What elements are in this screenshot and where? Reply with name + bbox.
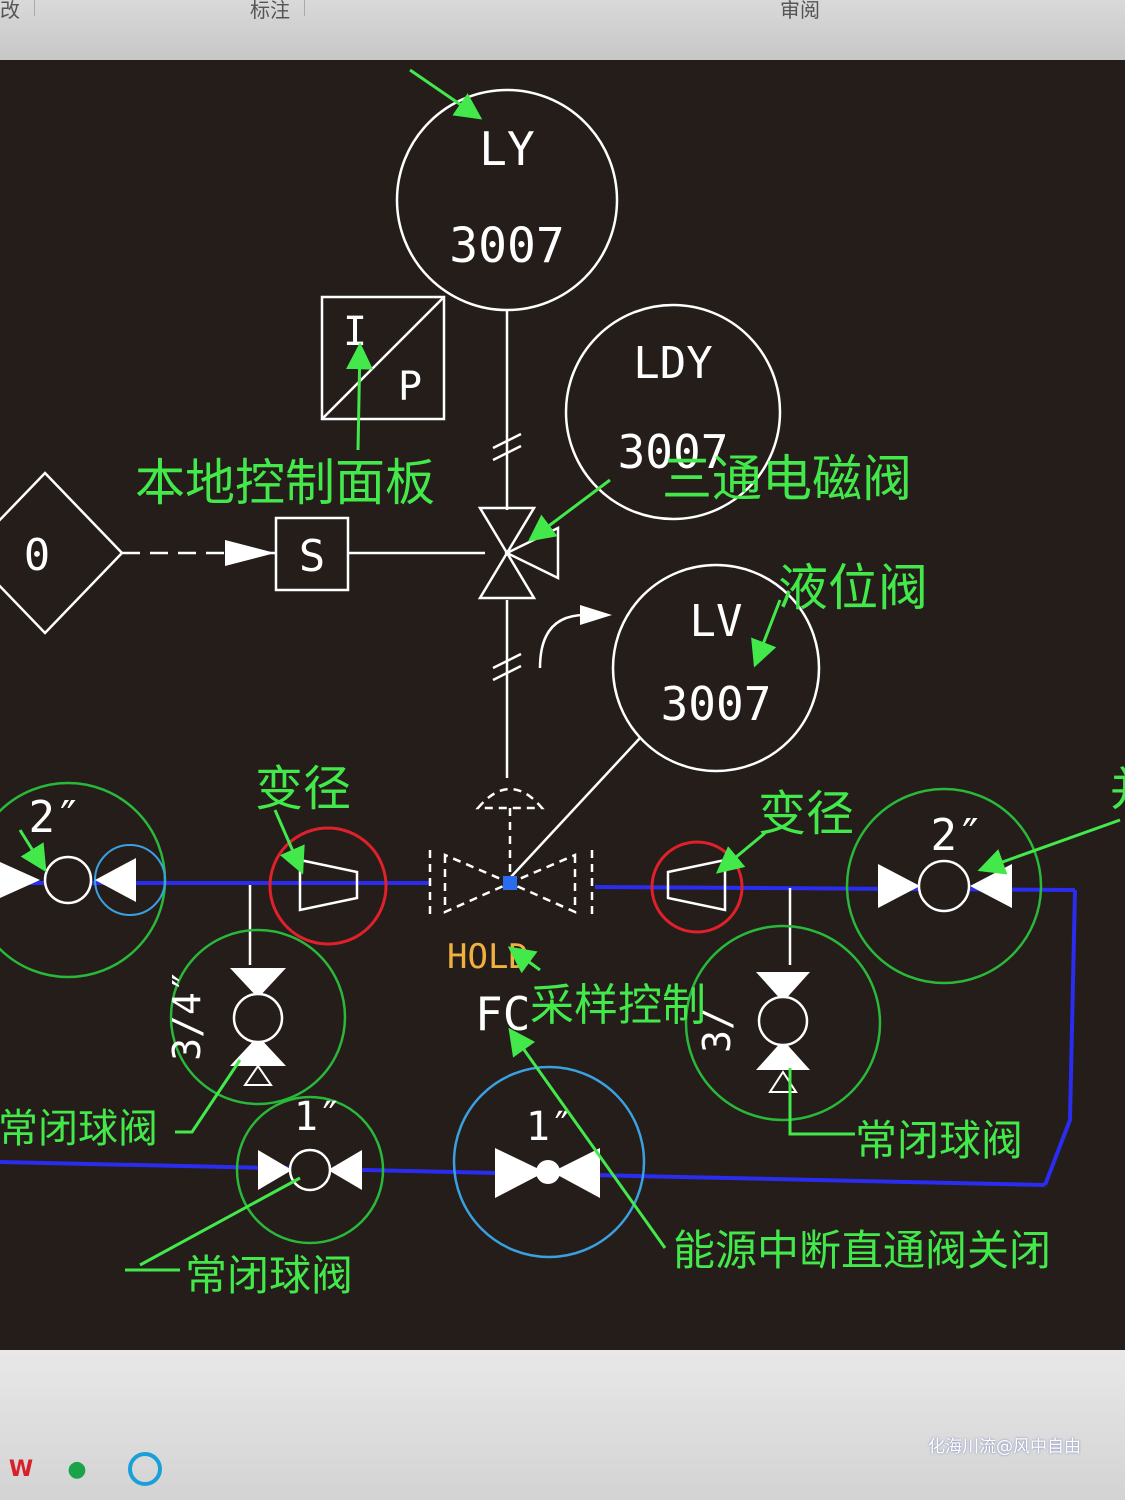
size-3-4in-left: 3/4″	[165, 969, 209, 1061]
label-reducer-right: 变径	[758, 786, 854, 842]
lv-link-line	[509, 737, 641, 879]
instrument-ldy-3007[interactable]: LDY 3007	[564, 303, 782, 521]
fc-tag: FC	[475, 987, 530, 1041]
annotation-layer: 本地控制面板 三通电磁阀 液位阀 变径 变径 采样控制 常闭球阀 常闭球阀 常闭…	[0, 450, 1125, 1300]
edge-browser-icon[interactable]	[128, 1452, 162, 1486]
toolbar-tab-review[interactable]: 审阅	[780, 0, 820, 22]
label-sampling-control: 采样控制	[530, 980, 706, 1031]
lv-number: 3007	[661, 677, 772, 731]
instrument-ly-3007[interactable]: LY 3007	[395, 88, 619, 312]
diamond-label: 0	[24, 530, 51, 581]
ball-valve-3-4in-left[interactable]: 3/4″	[165, 885, 347, 1106]
right-valve-leader	[977, 818, 1121, 875]
ip-bottom-letter: P	[398, 364, 422, 410]
size-3in-right: 3/	[695, 1007, 739, 1053]
label-nc-ball-valve-right: 常闭球阀	[855, 1116, 1023, 1165]
ly-code: LY	[479, 122, 534, 176]
pid-diagram: LY 3007 I P LDY 3007 0 S	[0, 68, 1125, 1300]
label-power-fail-close: 能源中断直通阀关闭	[673, 1226, 1051, 1275]
local-panel-leader	[346, 342, 374, 451]
cad-drawing-canvas[interactable]: LY 3007 I P LDY 3007 0 S	[0, 60, 1125, 1360]
size-1in-left: 1″	[294, 1094, 342, 1140]
toolbar-tab-partial[interactable]: 改	[0, 0, 35, 22]
label-nc-ball-valve-left: 常闭球阀	[0, 1106, 158, 1152]
reducer-left[interactable]	[268, 826, 388, 946]
window-toolbar-strip: 改 标注 审阅	[0, 0, 1125, 70]
solenoid-label: S	[299, 531, 326, 582]
ly-leader-arrow	[409, 68, 483, 120]
label-nc-ball-valve-bottom: 常闭球阀	[185, 1251, 353, 1300]
annotation-leaders	[18, 809, 855, 1272]
ball-valve-2in-right[interactable]: 2″	[845, 787, 1043, 985]
label-reducer-left: 变径	[255, 761, 351, 817]
logic-diamond[interactable]: 0	[0, 471, 124, 635]
size-2in-right: 2″	[931, 810, 984, 861]
signal-dashed-arrow	[122, 540, 276, 566]
solenoid-box[interactable]: S	[274, 516, 350, 592]
wps-app-icon[interactable]: W	[8, 1456, 34, 1482]
signal-line-vertical	[492, 310, 522, 778]
ball-valve-3in-right[interactable]: 3/	[684, 888, 882, 1122]
watermark: 化海川流@风中自由	[928, 1437, 1081, 1457]
wechat-app-icon[interactable]: ●	[67, 1456, 87, 1482]
selected-grip[interactable]	[503, 876, 517, 890]
solenoid-leader-arrow	[527, 478, 611, 542]
ball-valve-1in-left[interactable]: 1″	[235, 1094, 385, 1245]
size-1in-center: 1″	[526, 1104, 574, 1150]
hold-tag: HOLD	[447, 937, 529, 977]
label-level-valve: 液位阀	[778, 559, 928, 617]
taskbar-strip	[0, 1350, 1125, 1500]
lv-code: LV	[690, 596, 743, 647]
toolbar-tab-annotate[interactable]: 标注	[250, 0, 305, 22]
lv-leader-arrow	[751, 599, 782, 668]
instrument-lv-3007[interactable]: LV 3007	[611, 563, 821, 773]
control-valve-dashed[interactable]	[428, 787, 594, 918]
label-three-way-solenoid: 三通电磁阀	[662, 450, 912, 508]
ip-converter[interactable]: I P	[320, 295, 446, 421]
label-edge-partial: 并	[1110, 762, 1125, 816]
reducer-right[interactable]	[650, 840, 744, 934]
ldy-code: LDY	[633, 338, 712, 389]
label-local-panel: 本地控制面板	[135, 454, 435, 512]
ldy-number: 3007	[618, 425, 729, 479]
ly-number: 3007	[449, 218, 565, 274]
size-2in-left: 2″	[29, 792, 82, 843]
ball-valve-2in-left[interactable]: 2″	[0, 781, 167, 979]
ip-top-letter: I	[343, 309, 367, 355]
three-way-solenoid-valve[interactable]	[477, 506, 560, 600]
ball-valve-1in-center[interactable]: 1″	[452, 1065, 646, 1259]
flow-curve-arrow	[538, 605, 612, 669]
